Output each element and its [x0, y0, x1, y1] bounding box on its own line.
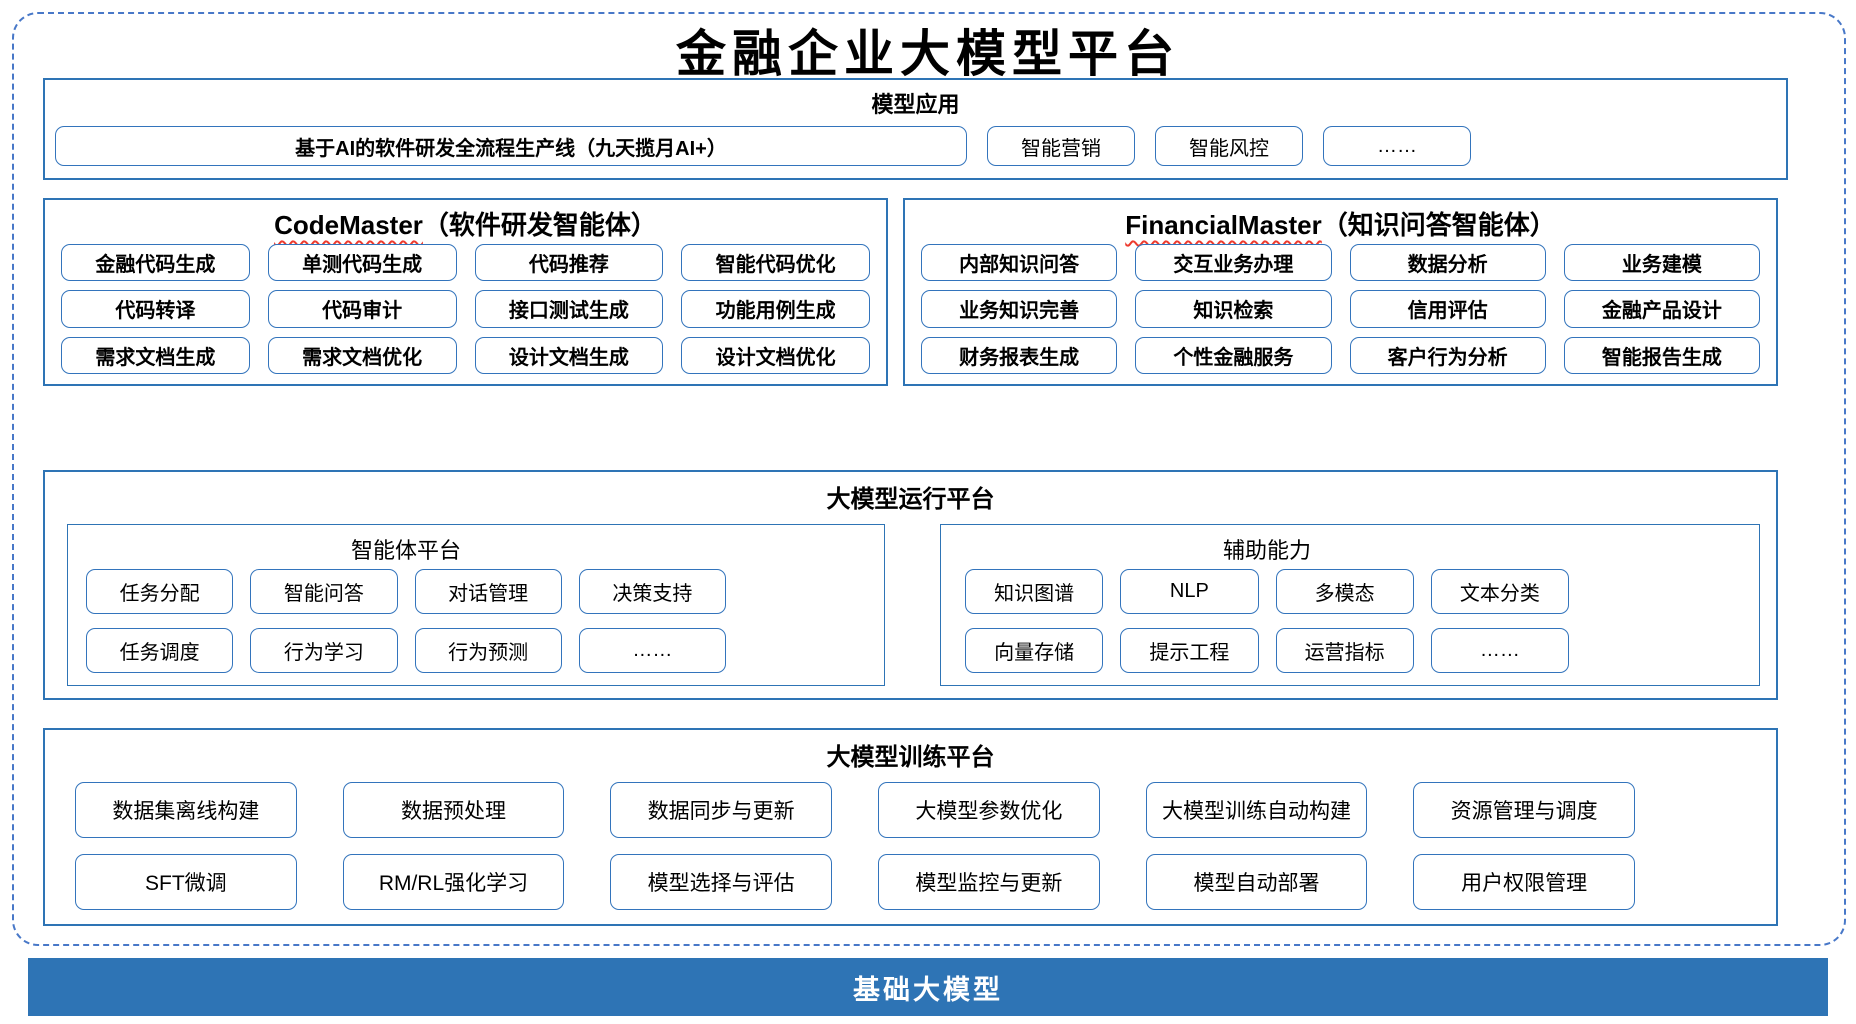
- item-box: 代码推荐: [474, 244, 664, 282]
- model-applications-row: 基于AI的软件研发全流程生产线（九天揽月AI+） 智能营销 智能风控 ……: [55, 126, 1776, 166]
- section-model-applications-header: 模型应用: [871, 92, 960, 117]
- item-box: 功能用例生成: [681, 290, 870, 328]
- section-training-platform-header: 大模型训练平台: [826, 744, 995, 771]
- item-box: 个性金融服务: [1135, 336, 1332, 374]
- item-box: 代码审计: [267, 290, 457, 328]
- page-title: 金融企业大模型平台: [676, 24, 1180, 83]
- item-box: 代码转译: [61, 290, 250, 328]
- item-box: 基于AI的软件研发全流程生产线（九天揽月AI+）: [55, 126, 967, 166]
- section-runtime-platform: 大模型运行平台 智能体平台 任务分配 智能问答 对话管理 决策支持 任务调度 行…: [43, 470, 1778, 700]
- section-training-platform: 大模型训练平台 数据集离线构建 数据预处理 数据同步与更新 大模型参数优化 大模…: [43, 728, 1778, 926]
- item-box: 财务报表生成: [921, 336, 1118, 374]
- aux-ability-inner: 辅助能力 知识图谱 NLP 多模态 文本分类 向量存储 提示工程 运营指标 ……: [965, 529, 1569, 673]
- item-box: 数据预处理: [342, 782, 565, 838]
- panel-codemaster: CodeMaster（软件研发智能体） 金融代码生成 单测代码生成 代码推荐 智…: [43, 198, 888, 386]
- codemaster-grid: 金融代码生成 单测代码生成 代码推荐 智能代码优化 代码转译 代码审计 接口测试…: [61, 244, 870, 374]
- item-box: 业务建模: [1563, 244, 1760, 282]
- item-box: 向量存储: [965, 628, 1104, 673]
- panel-codemaster-title-en: CodeMaster: [274, 210, 423, 240]
- item-box: 决策支持: [578, 569, 726, 614]
- item-box: 内部知识问答: [921, 244, 1118, 282]
- item-box: 资源管理与调度: [1413, 782, 1635, 838]
- item-box: 运营指标: [1275, 628, 1414, 673]
- panel-codemaster-title: CodeMaster（软件研发智能体）: [45, 205, 886, 242]
- item-box: 模型选择与评估: [610, 854, 832, 910]
- item-box: 智能代码优化: [681, 244, 870, 282]
- item-box: 知识检索: [1135, 290, 1332, 328]
- item-box: 大模型训练自动构建: [1145, 782, 1368, 838]
- subpanel-aux-ability: 辅助能力 知识图谱 NLP 多模态 文本分类 向量存储 提示工程 运营指标 ……: [940, 524, 1760, 686]
- item-box: 业务知识完善: [921, 290, 1118, 328]
- aux-ability-title: 辅助能力: [1222, 538, 1311, 563]
- item-box: 接口测试生成: [474, 290, 664, 328]
- item-box: 信用评估: [1349, 290, 1546, 328]
- item-box: ……: [578, 628, 726, 673]
- outer-dashed-border: [12, 12, 1846, 946]
- subpanel-agent-platform: 智能体平台 任务分配 智能问答 对话管理 决策支持 任务调度 行为学习 行为预测…: [67, 524, 885, 686]
- item-box: 需求文档生成: [61, 336, 250, 374]
- item-box: 金融产品设计: [1563, 290, 1760, 328]
- agent-platform-inner: 智能体平台 任务分配 智能问答 对话管理 决策支持 任务调度 行为学习 行为预测…: [86, 529, 726, 673]
- item-box: 交互业务办理: [1135, 244, 1332, 282]
- item-box: 金融代码生成: [61, 244, 250, 282]
- item-box: 智能风控: [1155, 126, 1303, 166]
- item-box: 模型自动部署: [1145, 854, 1368, 910]
- item-box: 行为预测: [414, 628, 562, 673]
- item-box: SFT微调: [75, 854, 297, 910]
- panel-financialmaster-title: FinancialMaster（知识问答智能体）: [905, 205, 1776, 242]
- item-box: 设计文档生成: [474, 336, 664, 374]
- item-box: 提示工程: [1120, 628, 1259, 673]
- item-box: 数据同步与更新: [610, 782, 832, 838]
- panel-financialmaster: FinancialMaster（知识问答智能体） 内部知识问答 交互业务办理 数…: [903, 198, 1778, 386]
- item-box: 任务调度: [86, 628, 234, 673]
- item-box: 用户权限管理: [1413, 854, 1635, 910]
- item-box: 行为学习: [250, 628, 398, 673]
- panel-financialmaster-title-en: FinancialMaster: [1125, 210, 1322, 240]
- financialmaster-grid: 内部知识问答 交互业务办理 数据分析 业务建模 业务知识完善 知识检索 信用评估…: [921, 244, 1760, 374]
- item-box: 对话管理: [414, 569, 562, 614]
- item-box: 知识图谱: [965, 569, 1104, 614]
- training-grid: 数据集离线构建 数据预处理 数据同步与更新 大模型参数优化 大模型训练自动构建 …: [75, 782, 1635, 910]
- panel-financialmaster-title-zh: （知识问答智能体）: [1321, 210, 1556, 240]
- agent-platform-title: 智能体平台: [350, 538, 461, 563]
- item-box: 设计文档优化: [681, 336, 870, 374]
- item-box: 任务分配: [86, 569, 234, 614]
- section-model-applications: 模型应用 基于AI的软件研发全流程生产线（九天揽月AI+） 智能营销 智能风控 …: [43, 78, 1788, 180]
- panel-codemaster-title-zh: （软件研发智能体）: [422, 210, 657, 240]
- aux-ability-grid: 知识图谱 NLP 多模态 文本分类 向量存储 提示工程 运营指标 ……: [965, 569, 1569, 673]
- item-box: 文本分类: [1430, 569, 1569, 614]
- agent-platform-grid: 任务分配 智能问答 对话管理 决策支持 任务调度 行为学习 行为预测 ……: [86, 569, 726, 673]
- item-box: 数据集离线构建: [75, 782, 297, 838]
- item-box: 多模态: [1275, 569, 1414, 614]
- item-box: ……: [1430, 628, 1569, 673]
- item-box: 大模型参数优化: [878, 782, 1100, 838]
- item-box: 智能营销: [987, 126, 1135, 166]
- item-box: NLP: [1120, 569, 1259, 614]
- item-box: 单测代码生成: [267, 244, 457, 282]
- item-box: ……: [1323, 126, 1471, 166]
- foundation-model-bar: 基础大模型: [28, 958, 1828, 1016]
- item-box: 需求文档优化: [267, 336, 457, 374]
- item-box: 客户行为分析: [1349, 336, 1546, 374]
- section-runtime-platform-header: 大模型运行平台: [826, 486, 995, 513]
- item-box: 智能报告生成: [1563, 336, 1760, 374]
- item-box: RM/RL强化学习: [342, 854, 565, 910]
- item-box: 模型监控与更新: [878, 854, 1100, 910]
- item-box: 智能问答: [250, 569, 398, 614]
- item-box: 数据分析: [1349, 244, 1546, 282]
